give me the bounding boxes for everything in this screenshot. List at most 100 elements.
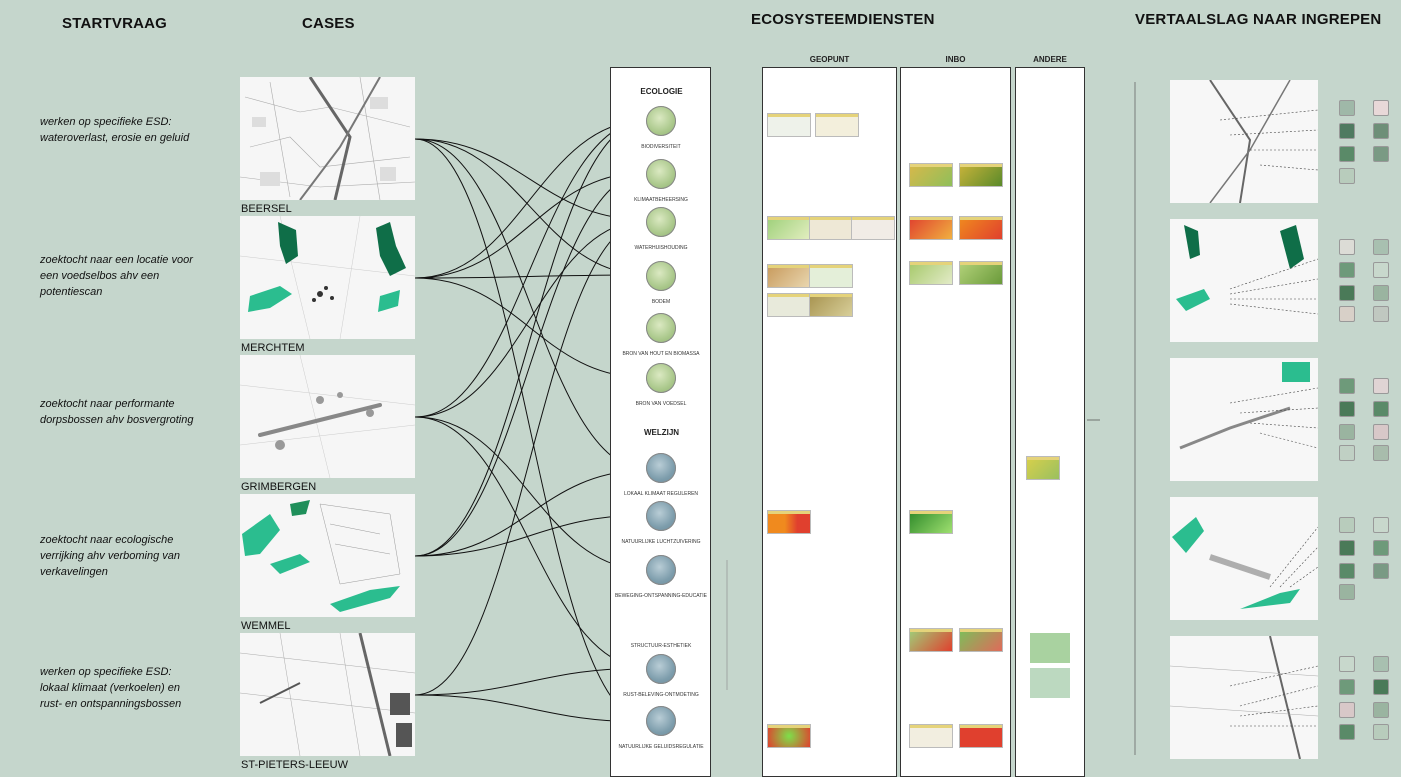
ingreep-map-1 bbox=[1170, 80, 1318, 203]
intervention-tile bbox=[1339, 424, 1355, 440]
service-biodiversiteit: BIODIVERSITEIT bbox=[611, 106, 711, 150]
intervention-tile bbox=[1373, 262, 1389, 278]
service-label: BODEM bbox=[651, 299, 671, 305]
service-label: WATERHUISHOUDING bbox=[634, 245, 688, 251]
intervention-tile bbox=[1339, 401, 1355, 417]
service-icon bbox=[646, 207, 676, 237]
service-label: RUST-BELEVING-ONTMOETING bbox=[623, 692, 699, 698]
intervention-tile bbox=[1373, 401, 1389, 417]
map-thumbnail bbox=[767, 216, 811, 240]
service-label: BRON VAN HOUT EN BIOMASSA bbox=[622, 351, 700, 357]
intervention-tile bbox=[1373, 306, 1389, 322]
intervention-tile bbox=[1373, 146, 1389, 162]
map-thumbnail bbox=[809, 216, 853, 240]
service-icon bbox=[646, 159, 676, 189]
intervention-tile bbox=[1339, 724, 1355, 740]
case-label-wemmel: WEMMEL bbox=[241, 620, 291, 632]
services-panel: ECOLOGIE BIODIVERSITEIT KLIMAATBEHEERSIN… bbox=[610, 67, 711, 777]
service-icon bbox=[646, 605, 676, 635]
intervention-tile bbox=[1339, 262, 1355, 278]
intervention-tile bbox=[1339, 146, 1355, 162]
map-thumbnail bbox=[909, 163, 953, 187]
intervention-tile bbox=[1339, 563, 1355, 579]
map-thumbnail bbox=[909, 216, 953, 240]
intervention-tile bbox=[1373, 123, 1389, 139]
case-label-merchtem: MERCHTEM bbox=[241, 342, 305, 354]
service-icon bbox=[646, 654, 676, 684]
service-icon bbox=[646, 501, 676, 531]
case-map-grimbergen bbox=[240, 355, 415, 478]
intervention-tile bbox=[1339, 378, 1355, 394]
ingreep-map-5 bbox=[1170, 636, 1318, 759]
header-startvraag: STARTVRAAG bbox=[62, 15, 168, 32]
service-label: STRUCTUUR-ESTHETIEK bbox=[630, 643, 692, 649]
map-thumbnail bbox=[1030, 633, 1070, 663]
ingreep-map-2 bbox=[1170, 219, 1318, 342]
service-label: BEWEGING-ONTSPANNING-EDUCATIE bbox=[614, 593, 708, 599]
map-thumbnail bbox=[959, 628, 1003, 652]
case-label-beersel: BEERSEL bbox=[241, 203, 292, 215]
map-thumbnail bbox=[767, 113, 811, 137]
map-thumbnail bbox=[767, 724, 811, 748]
case-map-wemmel bbox=[240, 494, 415, 617]
service-icon bbox=[646, 555, 676, 585]
map-thumbnail bbox=[909, 261, 953, 285]
intervention-tile bbox=[1339, 285, 1355, 301]
case-map-st-pieters-leeuw bbox=[240, 633, 415, 756]
service-label: NATUURLIJKE LUCHTZUIVERING bbox=[621, 539, 701, 545]
intervention-tile bbox=[1339, 306, 1355, 322]
intervention-tile bbox=[1373, 100, 1389, 116]
intervention-tile bbox=[1339, 168, 1355, 184]
intervention-tile bbox=[1339, 517, 1355, 533]
ingreep-map-4 bbox=[1170, 497, 1318, 620]
map-thumbnail bbox=[959, 216, 1003, 240]
ingreep-map-3 bbox=[1170, 358, 1318, 481]
service-structuur-esthetiek: STRUCTUUR-ESTHETIEK bbox=[611, 605, 711, 649]
map-thumbnail bbox=[851, 216, 895, 240]
intervention-tile bbox=[1373, 424, 1389, 440]
intervention-tile bbox=[1373, 679, 1389, 695]
intervention-tile bbox=[1373, 702, 1389, 718]
service-label: KLIMAATBEHEERSING bbox=[634, 197, 688, 203]
service-beweging: BEWEGING-ONTSPANNING-EDUCATIE bbox=[611, 555, 711, 599]
intervention-tile bbox=[1339, 239, 1355, 255]
question-3: zoektocht naar performante dorpsbossen a… bbox=[40, 398, 194, 426]
intervention-tile bbox=[1339, 445, 1355, 461]
question-4: zoektocht naar ecologische verrijking ah… bbox=[40, 534, 181, 578]
service-icon bbox=[646, 706, 676, 736]
intervention-tile bbox=[1339, 100, 1355, 116]
intervention-tile bbox=[1373, 656, 1389, 672]
question-1: werken op specifieke ESD: wateroverlast,… bbox=[40, 116, 190, 144]
service-icon bbox=[646, 363, 676, 393]
service-label: NATUURLIJKE GELUIDSREGULATIE bbox=[618, 744, 704, 750]
header-cases: CASES bbox=[302, 15, 355, 32]
service-geluidsregulatie: NATUURLIJKE GELUIDSREGULATIE bbox=[611, 706, 711, 750]
map-thumbnail bbox=[767, 264, 811, 288]
intervention-tile bbox=[1339, 679, 1355, 695]
intervention-tile bbox=[1373, 563, 1389, 579]
welzijn-title: WELZIJN bbox=[643, 428, 680, 437]
case-label-st-pieters-leeuw: ST-PIETERS-LEEUW bbox=[241, 759, 348, 771]
question-5: werken op specifieke ESD: lokaal klimaat… bbox=[40, 666, 182, 710]
intervention-tile bbox=[1373, 378, 1389, 394]
inbo-panel bbox=[900, 67, 1011, 777]
service-luchtzuivering: NATUURLIJKE LUCHTZUIVERING bbox=[611, 501, 711, 545]
intervention-tile bbox=[1339, 540, 1355, 556]
source-title-andere: ANDERE bbox=[1033, 55, 1067, 64]
case-label-grimbergen: GRIMBERGEN bbox=[241, 481, 317, 493]
intervention-tile bbox=[1373, 239, 1389, 255]
intervention-tile bbox=[1339, 656, 1355, 672]
service-bron-van-voedsel: BRON VAN VOEDSEL bbox=[611, 363, 711, 407]
header-vertaalslag: VERTAALSLAG NAAR INGREPEN bbox=[1135, 11, 1382, 28]
andere-panel bbox=[1015, 67, 1085, 777]
source-title-geopunt: GEOPUNT bbox=[809, 55, 850, 64]
service-klimaatbeheersing: KLIMAATBEHEERSING bbox=[611, 159, 711, 203]
service-rust-beleving: RUST-BELEVING-ONTMOETING bbox=[611, 654, 711, 698]
intervention-tile bbox=[1373, 445, 1389, 461]
intervention-tile bbox=[1373, 540, 1389, 556]
service-label: BIODIVERSITEIT bbox=[641, 144, 681, 150]
map-thumbnail bbox=[1026, 456, 1060, 480]
map-thumbnail bbox=[767, 293, 811, 317]
map-thumbnail bbox=[809, 293, 853, 317]
